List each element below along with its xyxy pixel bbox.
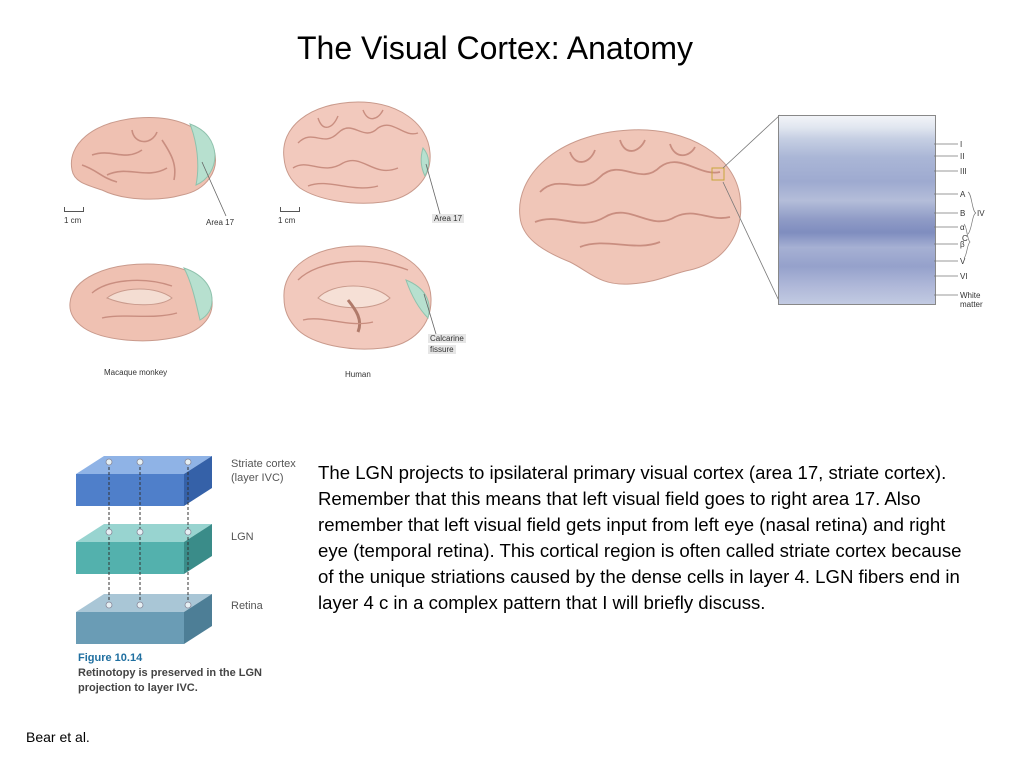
retina-slab bbox=[76, 594, 212, 644]
monkey-scale-label: 1 cm bbox=[64, 216, 82, 225]
layer-label-b: B bbox=[960, 209, 966, 218]
cortex-section-image bbox=[778, 115, 936, 305]
layer-label-i: I bbox=[960, 140, 963, 149]
slide-body-text: The LGN projects to ipsilateral primary … bbox=[318, 462, 962, 613]
layer-label-white: White bbox=[960, 291, 981, 300]
monkey-caption: Macaque monkey bbox=[104, 368, 168, 377]
layer-label-iii: III bbox=[960, 167, 967, 176]
monkey-area17-label: Area 17 bbox=[206, 218, 235, 227]
human-medial-brain bbox=[283, 245, 432, 350]
striate-cortex-label-2: (layer IVC) bbox=[231, 472, 284, 484]
human-caption: Human bbox=[345, 370, 371, 379]
monkey-medial-brain bbox=[69, 263, 213, 342]
striate-cortex-slab bbox=[76, 456, 212, 506]
figure-number: Figure 10.14 bbox=[78, 652, 143, 664]
monkey-area17-leader bbox=[201, 161, 227, 217]
layer-label-matter: matter bbox=[960, 300, 983, 309]
human-scale-bar bbox=[280, 207, 300, 212]
striate-cortex-label-1: Striate cortex bbox=[231, 458, 296, 470]
layer-label-v: V bbox=[960, 257, 966, 266]
large-brain-illustration bbox=[519, 129, 742, 285]
zoom-connector-lines bbox=[722, 114, 781, 304]
human-lateral-brain bbox=[283, 101, 431, 204]
human-fissure-label-2: fissure bbox=[428, 345, 456, 354]
layer-label-a: A bbox=[960, 190, 966, 199]
retinotopy-diagram bbox=[76, 456, 212, 644]
human-fissure-label-1: Calcarine bbox=[428, 334, 466, 343]
layer-label-ii: II bbox=[960, 152, 965, 161]
layer-label-iv: IV bbox=[977, 209, 985, 218]
human-area17-label: Area 17 bbox=[432, 214, 465, 223]
monkey-lateral-brain bbox=[70, 116, 216, 200]
layer-label-beta: β bbox=[960, 240, 965, 249]
citation: Bear et al. bbox=[26, 729, 90, 745]
figure-caption-text: Retinotopy is preserved in the LGN proje… bbox=[78, 667, 262, 694]
slide-title: The Visual Cortex: Anatomy bbox=[296, 30, 694, 66]
retina-label: Retina bbox=[231, 600, 263, 612]
layer-label-alpha: α bbox=[960, 223, 965, 232]
layer-tick-marks bbox=[934, 143, 977, 296]
lgn-slab bbox=[76, 524, 212, 574]
human-area17-leader bbox=[425, 163, 441, 215]
layer-label-c: C bbox=[962, 234, 968, 243]
human-fissure-leader bbox=[423, 293, 437, 335]
monkey-scale-bar bbox=[64, 207, 84, 212]
lgn-label: LGN bbox=[231, 531, 254, 543]
human-scale-label: 1 cm bbox=[278, 216, 296, 225]
figure-caption: Figure 10.14 Retinotopy is preserved in … bbox=[78, 651, 308, 696]
layer-label-vi: VI bbox=[960, 272, 968, 281]
